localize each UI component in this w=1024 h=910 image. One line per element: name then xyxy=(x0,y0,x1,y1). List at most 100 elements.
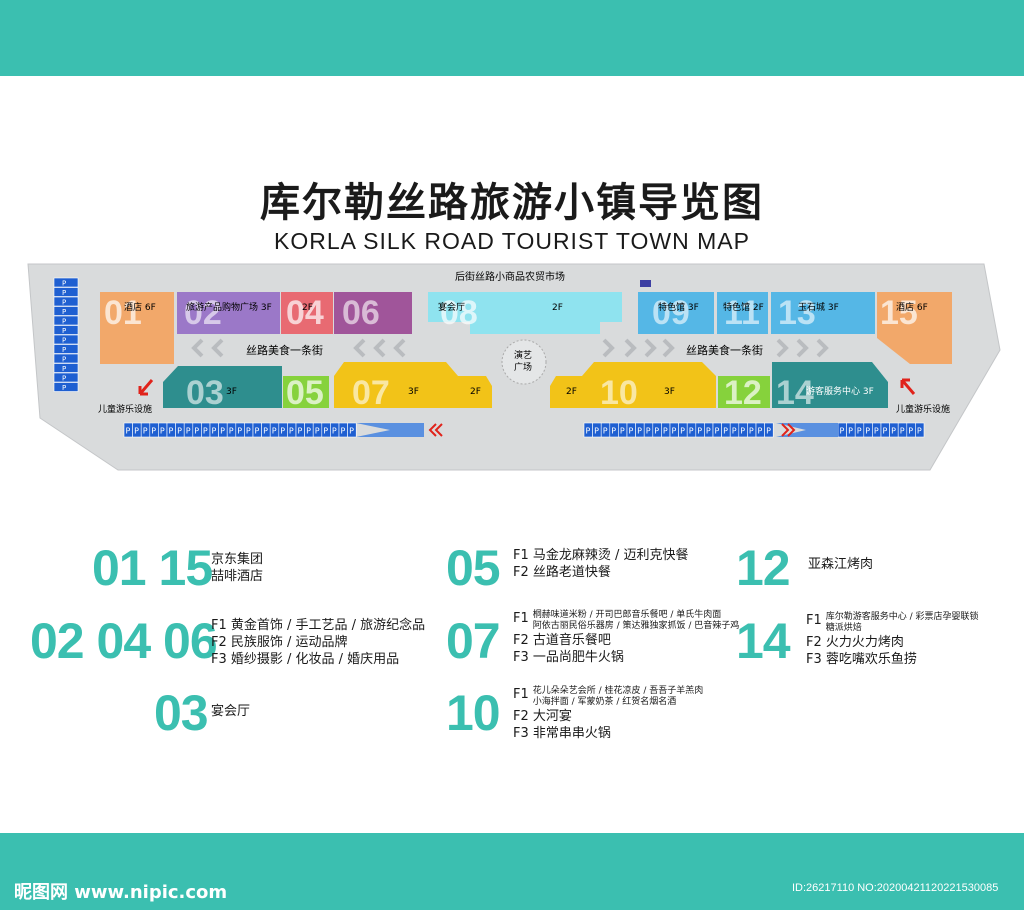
building-08[interactable]: 08 宴会厅 2F xyxy=(428,292,622,334)
building-15[interactable]: 15 酒店 6F xyxy=(877,292,952,364)
svg-text:07: 07 xyxy=(352,374,390,412)
parking-space: P xyxy=(246,427,251,436)
parking-space: P xyxy=(177,427,182,436)
building-09[interactable]: 09 特色馆 3F xyxy=(638,292,714,334)
parking-space: P xyxy=(323,427,328,436)
parking-space: P xyxy=(586,427,591,436)
building-12[interactable]: 12 xyxy=(718,374,770,412)
building-10[interactable]: 10 3F 2F xyxy=(550,362,716,412)
legend-num-05: 05 xyxy=(446,540,501,596)
parking-space: P xyxy=(62,308,66,316)
svg-text:儿童游乐设施: 儿童游乐设施 xyxy=(98,403,152,415)
svg-text:01: 01 xyxy=(104,294,142,332)
parking-space: P xyxy=(603,427,608,436)
parking-space: P xyxy=(298,427,303,436)
legend-text-02-04-06: F1 黄金首饰 / 手工艺品 / 旅游纪念品 F2 民族服饰 / 运动品牌 F3… xyxy=(211,618,426,667)
svg-text:04: 04 xyxy=(286,294,324,332)
parking-space: P xyxy=(62,327,66,335)
parking-space: P xyxy=(143,427,148,436)
parking-space: P xyxy=(62,384,66,392)
parking-space: P xyxy=(349,427,354,436)
top-banner xyxy=(0,0,1024,76)
performance-plaza[interactable]: 演艺 广场 xyxy=(501,339,547,385)
parking-space: P xyxy=(680,427,685,436)
parking-space: P xyxy=(186,427,191,436)
b15-label: 酒店 6F xyxy=(896,301,928,313)
parking-space: P xyxy=(629,427,634,436)
parking-space: P xyxy=(62,299,66,307)
parking-space: P xyxy=(857,427,862,436)
b03-label: 3F xyxy=(226,387,237,397)
building-14[interactable]: 14 游客服务中心 3F xyxy=(772,362,888,412)
parking-space: P xyxy=(62,356,66,364)
parking-space: P xyxy=(62,280,66,288)
parking-space: P xyxy=(689,427,694,436)
legend-num-12: 12 xyxy=(736,540,791,596)
b08-label2: 2F xyxy=(552,303,563,313)
legend-num-03: 03 xyxy=(154,685,209,741)
parking-space: P xyxy=(840,427,845,436)
svg-text:02: 02 xyxy=(184,294,222,332)
parking-space: P xyxy=(341,427,346,436)
building-13[interactable]: 13 玉石城 3F xyxy=(771,292,875,334)
food-street-right: 丝路美食一条街 xyxy=(686,343,763,357)
parking-space: P xyxy=(220,427,225,436)
svg-text:13: 13 xyxy=(778,294,816,332)
building-06[interactable]: 06 xyxy=(334,292,412,334)
b07-label2: 2F xyxy=(470,387,481,397)
parking-space: P xyxy=(848,427,853,436)
parking-space: P xyxy=(706,427,711,436)
svg-text:12: 12 xyxy=(724,374,762,412)
watermark-id: ID:26217110 NO:20200421120221530085 xyxy=(792,882,999,894)
b01-label: 酒店 6F xyxy=(124,301,156,313)
parking-space: P xyxy=(62,346,66,354)
parking-space: P xyxy=(749,427,754,436)
legend-num-07: 07 xyxy=(446,613,501,669)
parking-space: P xyxy=(306,427,311,436)
parking-space: P xyxy=(332,427,337,436)
parking-space: P xyxy=(126,427,131,436)
building-11[interactable]: 11 特色馆 2F xyxy=(717,292,768,334)
b13-label: 玉石城 3F xyxy=(798,302,839,313)
legend-text-10: F1 花儿朵朵艺会所 / 桂花凉皮 / 吾吾子羊羔肉小海拌面 / 军蒙奶茶 / … xyxy=(513,686,704,741)
parking-space: P xyxy=(594,427,599,436)
b02-label: 旅游产品购物广场 3F xyxy=(186,301,272,313)
svg-text:15: 15 xyxy=(880,294,918,332)
parking-space: P xyxy=(280,427,285,436)
building-05[interactable]: 05 xyxy=(283,374,329,412)
legend-text-12: 亚森江烤肉 xyxy=(808,557,874,572)
parking-space: P xyxy=(255,427,260,436)
building-01[interactable]: 01 酒店 6F xyxy=(100,292,174,364)
parking-space: P xyxy=(715,427,720,436)
building-04[interactable]: 04 2F xyxy=(281,292,333,334)
parking-space: P xyxy=(865,427,870,436)
page-subtitle: KORLA SILK ROAD TOURIST TOWN MAP xyxy=(274,228,750,254)
page-title: 库尔勒丝路旅游小镇导览图 xyxy=(260,180,764,226)
parking-space: P xyxy=(203,427,208,436)
parking-space: P xyxy=(766,427,771,436)
parking-space: P xyxy=(697,427,702,436)
parking-space: P xyxy=(160,427,165,436)
parking-space: P xyxy=(237,427,242,436)
parking-space: P xyxy=(646,427,651,436)
parking-space: P xyxy=(891,427,896,436)
legend-num-01-15: 01 15 xyxy=(92,540,213,596)
building-07[interactable]: 07 3F 2F xyxy=(334,362,492,412)
svg-text:09: 09 xyxy=(652,294,690,332)
kids-area-left: 儿童游乐设施 xyxy=(98,379,154,415)
building-02[interactable]: 02 旅游产品购物广场 3F xyxy=(177,292,280,334)
back-street-label: 后街丝路小商品农贸市场 xyxy=(455,270,565,283)
legend-text-14: F1 库尔勒游客服务中心 / 彩票店孕婴联锁糖派烘焙 F2 火力火力烤肉 F3 … xyxy=(806,612,979,667)
parking-space: P xyxy=(740,427,745,436)
b10-label: 3F xyxy=(664,387,675,397)
parking-space: P xyxy=(908,427,913,436)
marker-square xyxy=(640,280,651,287)
svg-text:11: 11 xyxy=(724,294,760,332)
parking-space: P xyxy=(62,318,66,326)
legend-text-07: F1 桐赫味道米粉 / 开司巴郎音乐餐吧 / 单氏牛肉面阿依古丽民俗乐器房 / … xyxy=(513,610,740,665)
building-03[interactable]: 03 3F xyxy=(163,366,282,412)
legend-num-02-04-06: 02 04 06 xyxy=(30,613,218,669)
bottom-banner xyxy=(0,833,1024,910)
